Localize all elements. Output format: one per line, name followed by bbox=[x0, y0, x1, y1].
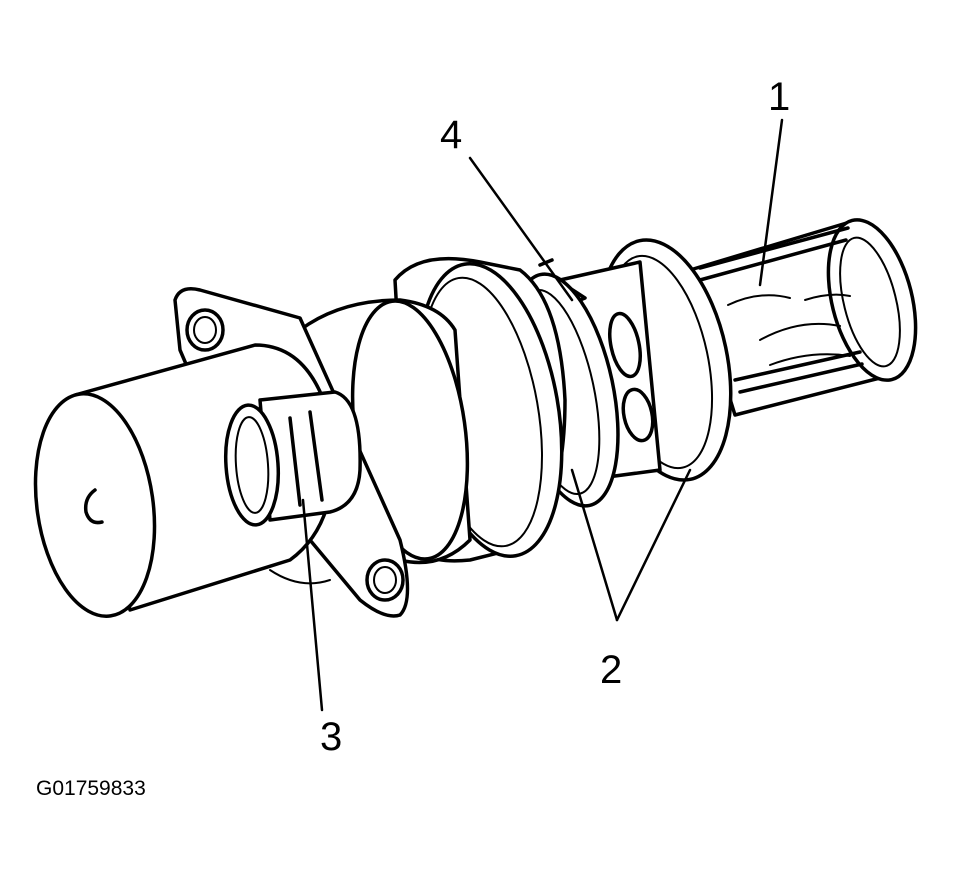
figure-id: G01759833 bbox=[36, 777, 146, 800]
leader-2b bbox=[615, 468, 692, 622]
leader-1 bbox=[758, 118, 784, 287]
leader-2a bbox=[570, 468, 619, 622]
leader-lines bbox=[301, 118, 784, 712]
callout-3: 3 bbox=[320, 715, 342, 759]
filter-screen bbox=[688, 218, 918, 417]
callout-2: 2 bbox=[600, 648, 622, 692]
leader-4 bbox=[468, 156, 574, 302]
callout-4: 4 bbox=[440, 113, 462, 157]
callout-1: 1 bbox=[768, 75, 790, 119]
electrical-connector bbox=[223, 390, 362, 527]
leader-3 bbox=[301, 498, 324, 712]
